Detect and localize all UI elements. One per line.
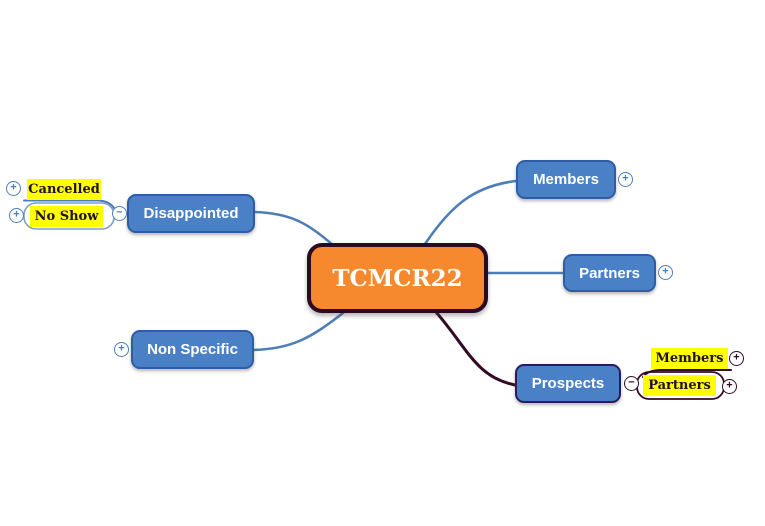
- underline-cancelled: [23, 199, 115, 209]
- root-node-tcmcr22[interactable]: TCMCR22: [307, 243, 488, 313]
- topic-label: Partners: [579, 264, 640, 282]
- topic-node-non-specific[interactable]: Non Specific: [131, 330, 254, 369]
- topic-label: Disappointed: [143, 205, 239, 222]
- plus-icon: +: [10, 181, 17, 194]
- plus-icon: +: [13, 208, 20, 221]
- topic-node-partners[interactable]: Partners: [563, 254, 656, 292]
- plus-icon: +: [662, 265, 669, 278]
- topic-node-prospects[interactable]: Prospects: [515, 364, 621, 403]
- subtopic-label: Cancelled: [28, 182, 100, 197]
- collapse-button-disappointed[interactable]: −: [112, 206, 127, 221]
- branch-non-specific: [251, 311, 345, 352]
- topic-label: Prospects: [531, 375, 605, 392]
- expand-button-prospect-members[interactable]: +: [729, 351, 744, 366]
- expand-button-cancelled[interactable]: +: [6, 181, 21, 196]
- root-label: TCMCR22: [332, 264, 463, 292]
- plus-icon: +: [726, 379, 733, 392]
- minus-icon: −: [116, 206, 123, 219]
- topic-label: Members: [533, 171, 599, 188]
- subtopic-node-cancelled[interactable]: Cancelled: [27, 179, 101, 200]
- branch-disappointed: [252, 210, 335, 247]
- subtopic-label: No Show: [34, 208, 99, 224]
- plus-icon: +: [733, 351, 740, 364]
- subtopic-node-prospect-members[interactable]: Members: [651, 348, 728, 369]
- expand-button-members[interactable]: +: [618, 172, 633, 187]
- expand-button-partners[interactable]: +: [658, 265, 673, 280]
- collapse-button-prospects[interactable]: −: [624, 376, 639, 391]
- subtopic-node-prospect-partners[interactable]: Partners: [643, 375, 716, 396]
- branch-members: [423, 179, 518, 246]
- branch-prospects: [434, 310, 517, 387]
- subtopic-node-no-show[interactable]: No Show: [30, 205, 103, 227]
- topic-label: Non Specific: [147, 341, 238, 358]
- subtopic-label: Partners: [648, 378, 711, 393]
- minus-icon: −: [628, 376, 635, 389]
- plus-icon: +: [622, 172, 629, 185]
- topic-node-members[interactable]: Members: [516, 160, 616, 199]
- expand-button-non-specific[interactable]: +: [114, 342, 129, 357]
- subtopic-label: Members: [655, 351, 724, 366]
- expand-button-prospect-partners[interactable]: +: [722, 379, 737, 394]
- plus-icon: +: [118, 342, 125, 355]
- topic-node-disappointed[interactable]: Disappointed: [127, 194, 255, 233]
- expand-button-no-show[interactable]: +: [9, 208, 24, 223]
